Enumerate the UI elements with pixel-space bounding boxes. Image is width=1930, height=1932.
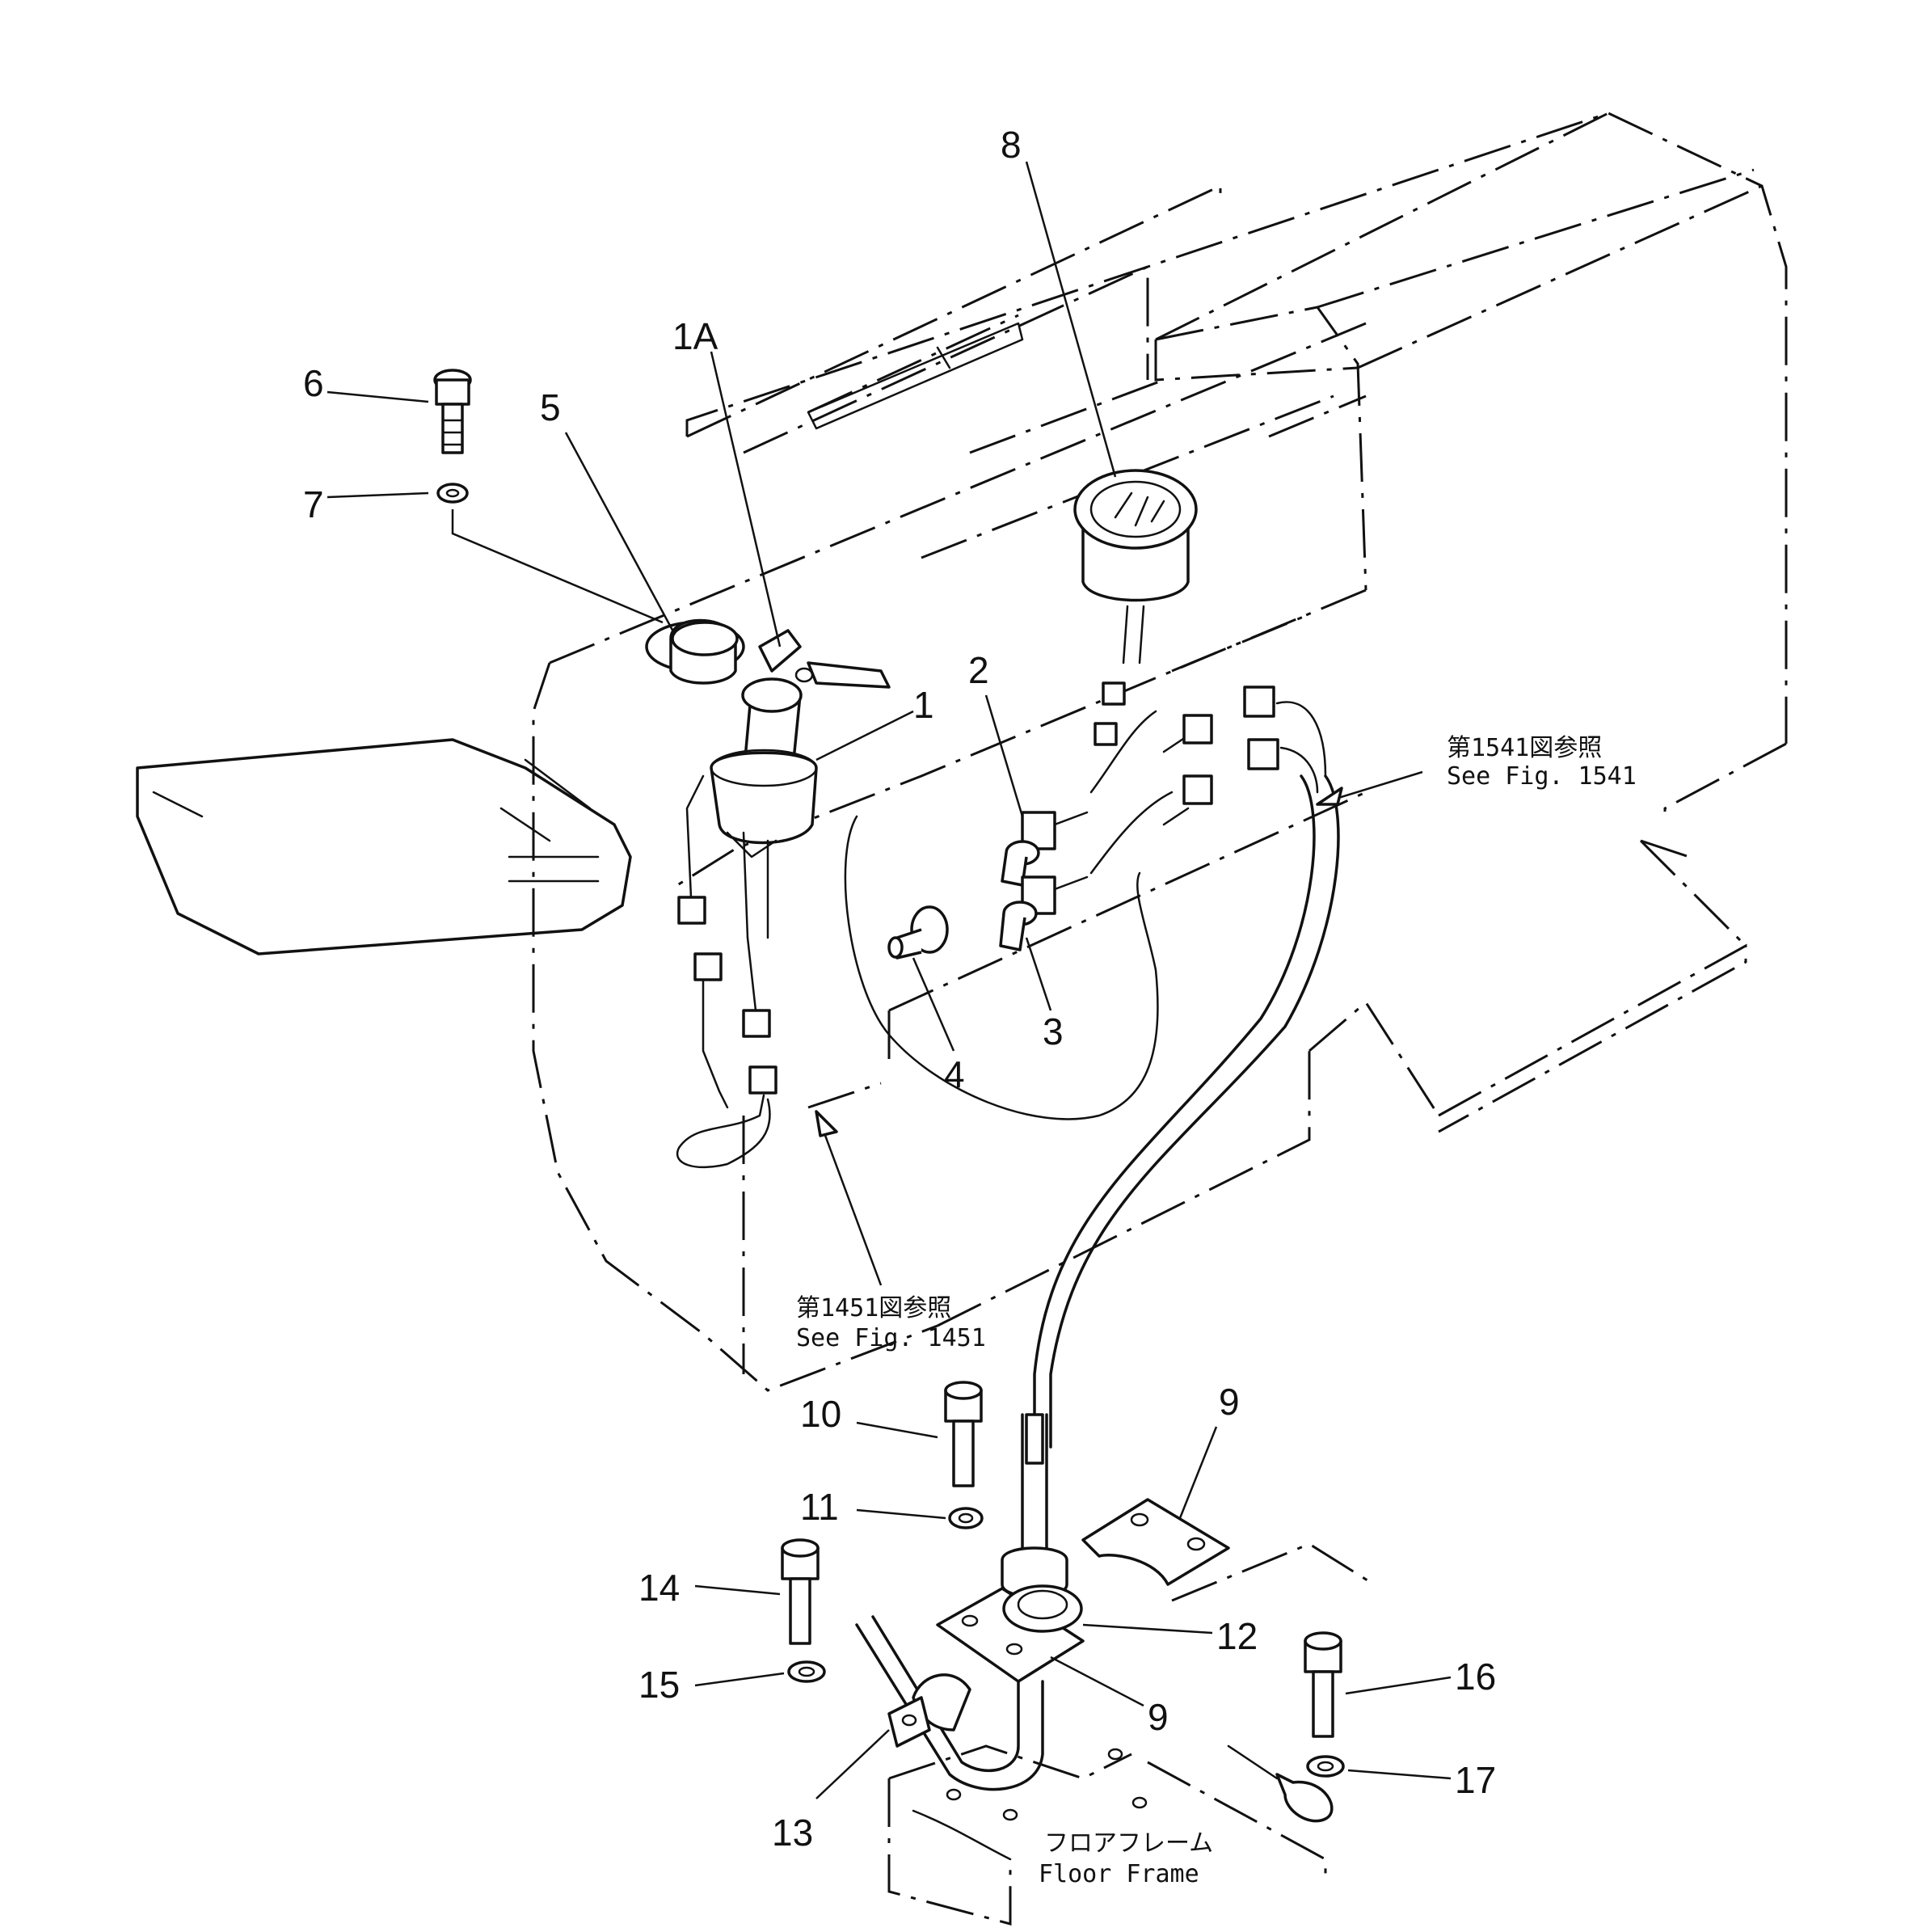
armrest: [136, 738, 632, 955]
label-part-13: 13: [772, 1812, 813, 1854]
key-switch-1: [710, 677, 818, 939]
ref-fig1541-en: See Fig. 1541: [1447, 762, 1637, 791]
label-part-9-lower: 9: [1148, 1696, 1169, 1738]
label-part-1a: 1A: [672, 315, 718, 357]
label-part-4: 4: [944, 1053, 965, 1095]
ref-fig1541-jp: 第1541図参照: [1447, 734, 1602, 762]
arrow-fig1541: [1316, 787, 1343, 806]
control-cable-rod: [1001, 1413, 1068, 1598]
label-part-10: 10: [800, 1393, 841, 1435]
push-switch-4: [887, 905, 949, 960]
hour-meter-8: [1073, 469, 1198, 706]
label-part-7: 7: [303, 483, 324, 525]
toggle-switch-2: [1001, 811, 1089, 887]
label-part-1: 1: [913, 684, 934, 726]
bolt-14: [781, 1538, 820, 1645]
label-part-16: 16: [1455, 1656, 1496, 1698]
washer-7: [436, 483, 469, 504]
label-part-12: 12: [1216, 1615, 1258, 1657]
washer-17: [1306, 1755, 1345, 1778]
label-part-9-upper: 9: [1219, 1381, 1240, 1423]
wire-harness: [676, 685, 1340, 1449]
toggle-switch-3: [999, 875, 1089, 951]
bolt-6: [433, 369, 472, 454]
washer-11: [948, 1507, 984, 1529]
floor-frame-label-jp: フロアフレーム: [1044, 1829, 1213, 1858]
plate-9-upper: [1081, 1498, 1230, 1586]
label-part-6: 6: [303, 362, 324, 404]
bolt-16: [1304, 1631, 1342, 1738]
arrow-fig1451: [815, 1110, 838, 1137]
ref-fig1451-jp: 第1451図参照: [796, 1294, 951, 1322]
console-outline: [532, 112, 1788, 1392]
label-part-14: 14: [638, 1567, 680, 1609]
label-part-17: 17: [1455, 1759, 1496, 1801]
label-part-11: 11: [800, 1486, 839, 1528]
label-part-5: 5: [540, 386, 561, 428]
bolt-10: [944, 1381, 983, 1487]
floor-frame: [887, 1542, 1375, 1926]
ground-terminal: [1227, 1744, 1334, 1823]
floor-frame-label-en: Floor Frame: [1039, 1860, 1199, 1888]
switch-knob-5: [645, 618, 745, 685]
label-part-8: 8: [1001, 124, 1022, 166]
clamp-13: [855, 1615, 1044, 1791]
ref-fig1451-en: See Fig. 1451: [796, 1324, 986, 1352]
leader-lines: [327, 161, 1452, 1799]
label-part-3: 3: [1043, 1010, 1064, 1052]
bracket-12: [936, 1584, 1085, 1683]
label-part-15: 15: [638, 1664, 680, 1706]
label-part-2: 2: [968, 649, 989, 691]
key-1a: [758, 629, 891, 689]
washer-15: [787, 1660, 826, 1683]
